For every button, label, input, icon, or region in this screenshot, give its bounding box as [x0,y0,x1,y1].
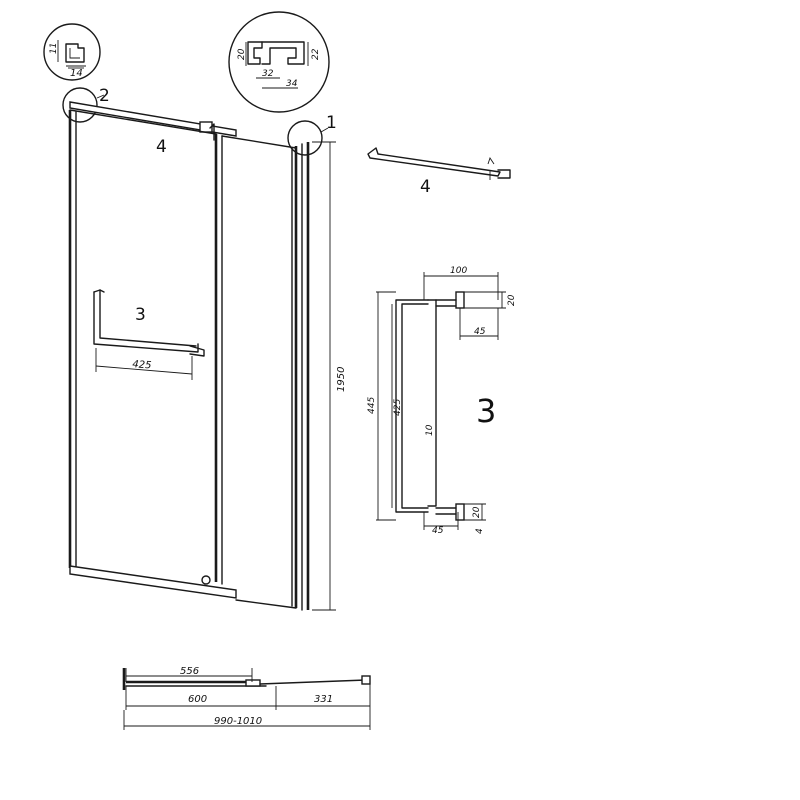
detail-1-dim-inner: 32 [262,69,274,79]
detail-1-dim-right: 22 [311,48,321,60]
plan-dim-total: 990-1010 [214,716,262,727]
callout-3-main: 3 [135,305,146,325]
detail-1-profile: 20 22 32 34 [228,11,330,113]
detail-1-dim-outer: 34 [286,79,298,89]
door-handle-dim-425: 425 [132,359,152,371]
handle-dim-45-top: 45 [474,327,486,337]
callout-1: 1 [326,113,337,133]
leader-circle-1 [287,120,323,156]
handle-dim-100: 100 [450,266,467,276]
door-handle [93,291,199,353]
callout-3-detail: 3 [476,392,496,430]
handle-dim-10: 10 [425,424,435,436]
top-bar [69,101,237,137]
handle-dim-425: 425 [393,399,403,416]
callout-4-detail: 4 [420,177,431,197]
handle-dim-45-bottom: 45 [432,526,444,536]
handle-dim-20-top: 20 [507,294,517,306]
detail-1-circle [228,11,330,113]
plan-dim-331: 331 [314,694,333,705]
handle-dim-20-bottom: 20 [472,506,482,518]
detail-1-dim-left: 20 [237,48,247,60]
detail-2-circle [43,23,101,81]
leader-circle-2 [62,87,98,123]
detail-2-profile: 11 14 [43,23,101,81]
detail-2-dim-height: 11 [49,43,59,54]
plan-dim-556: 556 [180,666,199,677]
callout-2: 2 [99,86,110,106]
bottom-rail [69,565,237,599]
bar-detail: 4 [367,147,511,197]
callout-4-main: 4 [156,137,167,157]
handle-dim-4: 4 [475,528,485,534]
plan-view: 556 600 331 990-1010 [122,666,371,730]
handle-drawing: 100 20 45 445 425 10 45 20 4 3 [367,266,517,536]
plan-dim-600: 600 [188,694,207,705]
detail-2-dim-width: 14 [70,68,83,79]
door-elevation: 425 1950 2 1 4 3 [62,86,347,611]
handle-dim-445: 445 [367,397,377,414]
door-height-dim: 1950 [336,367,347,392]
